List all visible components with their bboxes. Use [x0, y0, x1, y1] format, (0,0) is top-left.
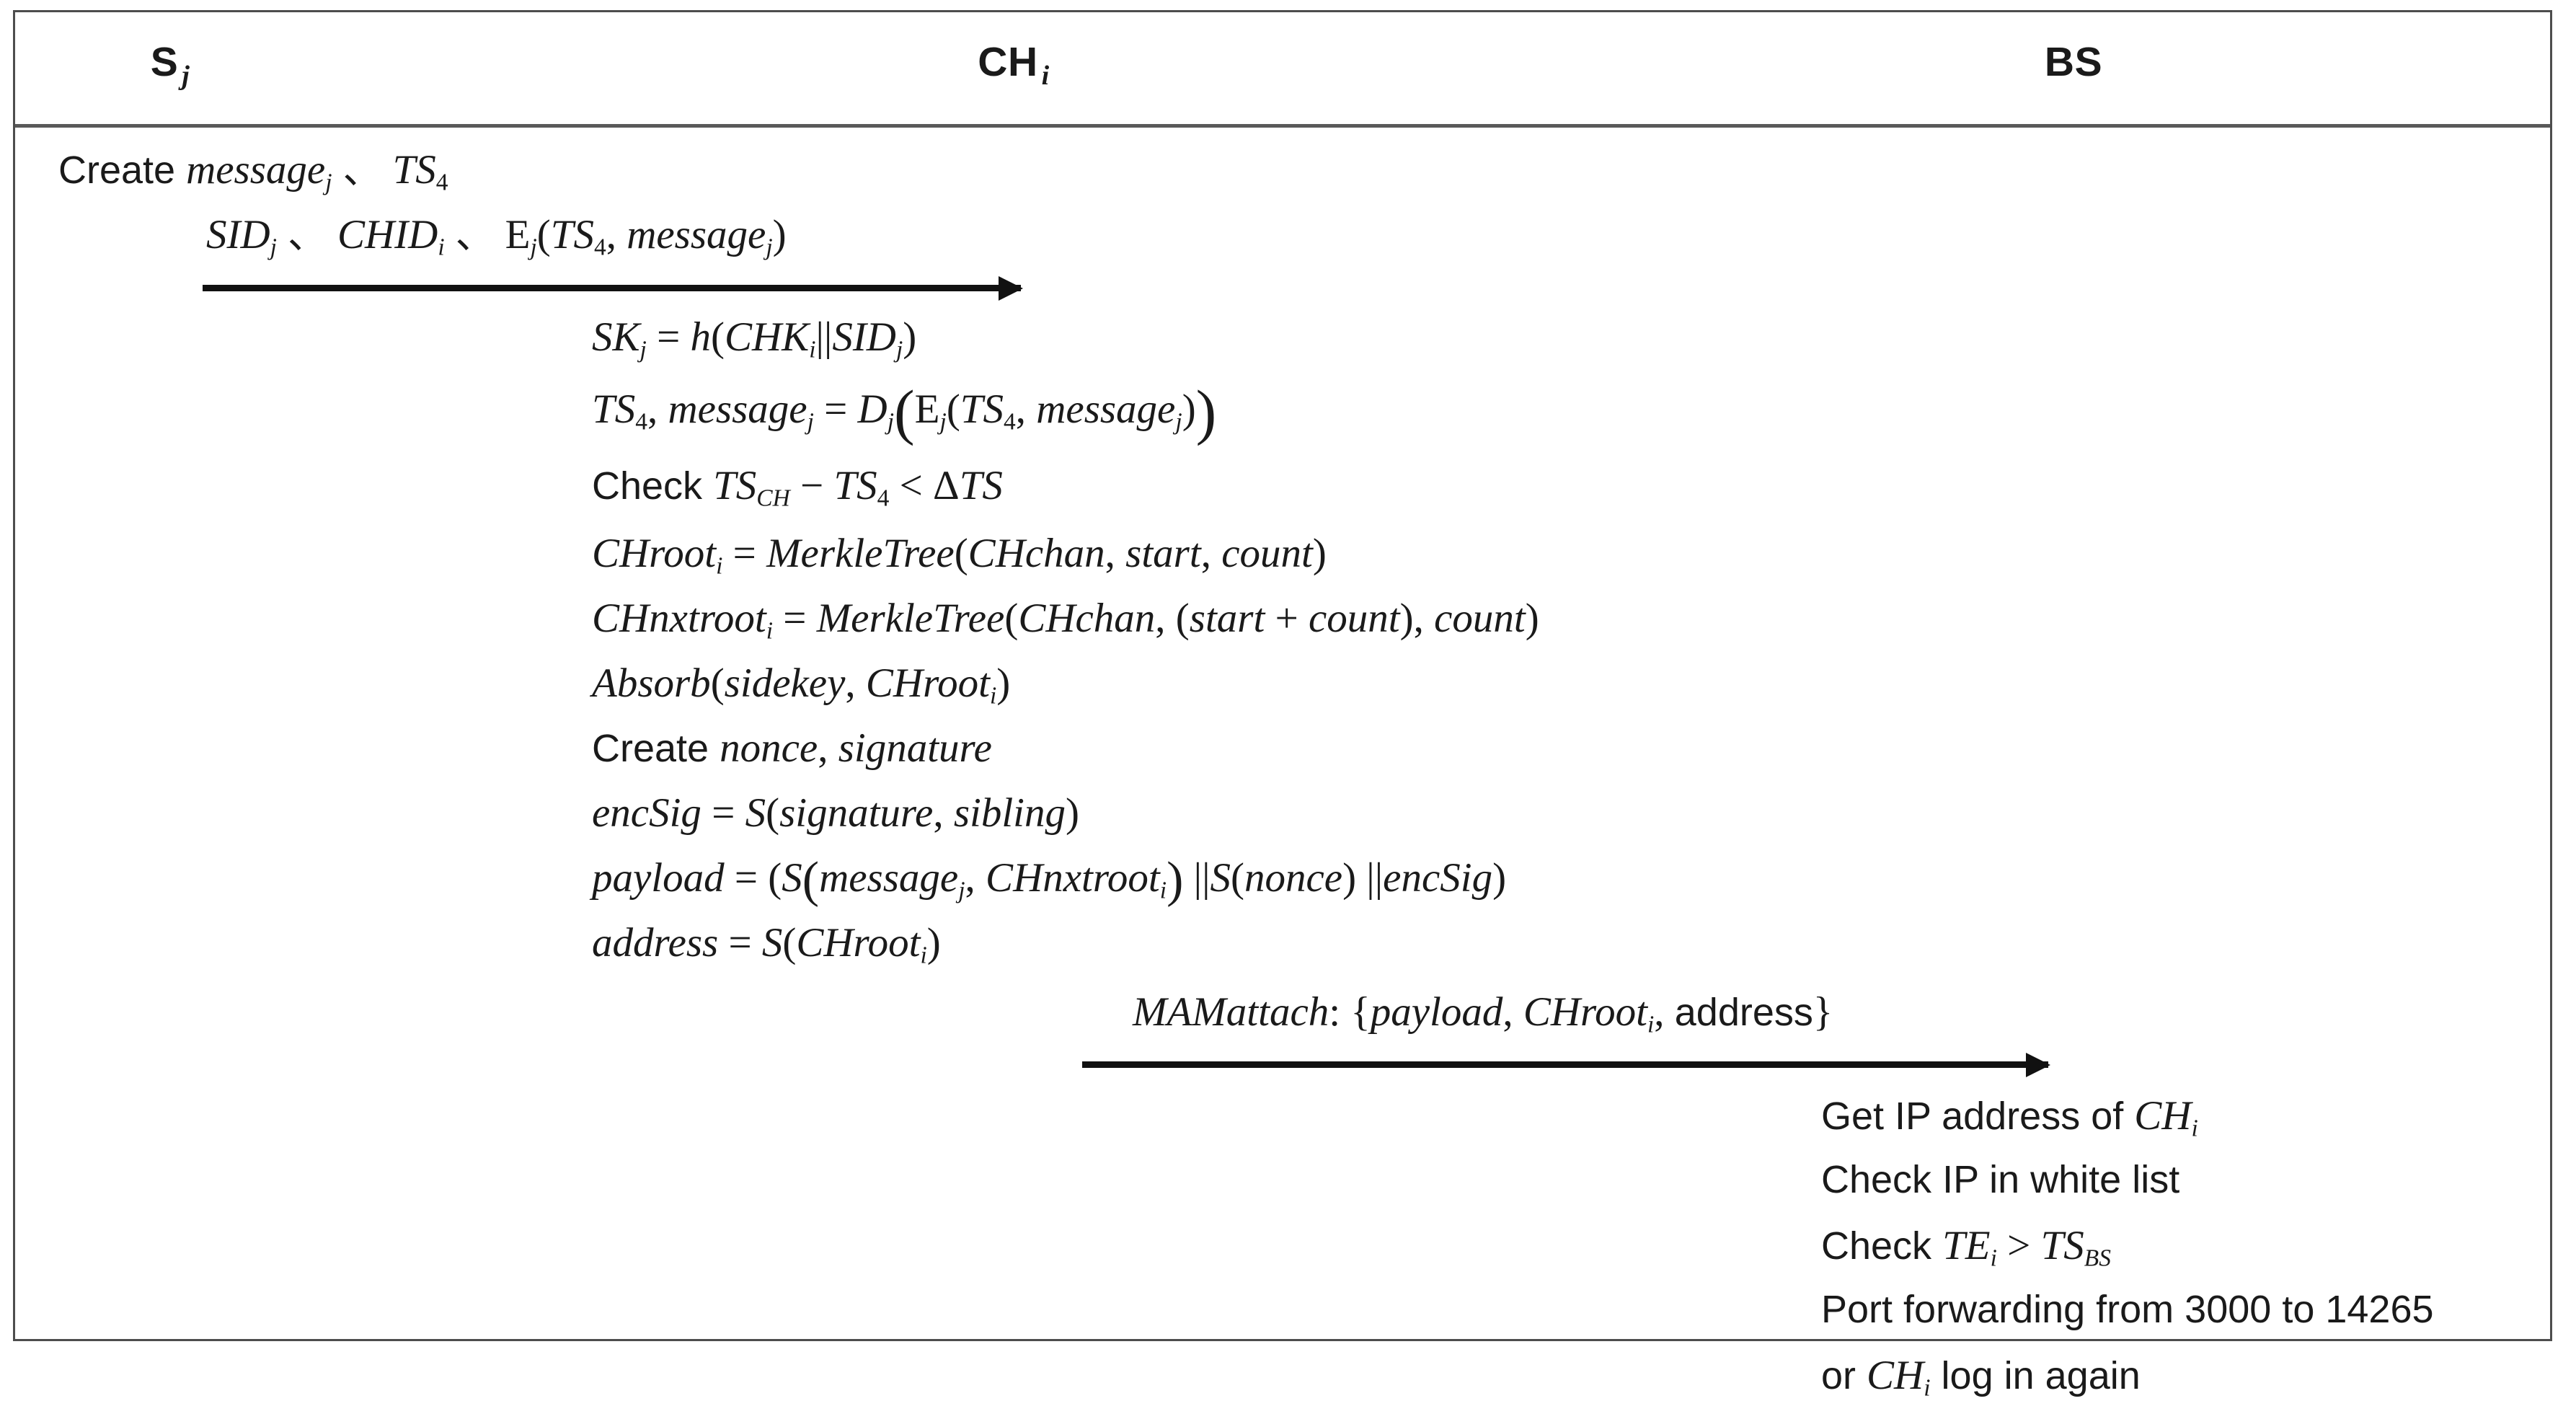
message-2-comma-2: ,	[1654, 989, 1675, 1035]
step-bs-check-expiry: Check TEi > TSBS	[1821, 1223, 2111, 1272]
message-1-msg-sub: j	[766, 234, 773, 261]
step-sensor-create-term1-sub: j	[325, 169, 332, 196]
message-1-paren-close: )	[772, 212, 787, 257]
message-2-arrow	[1082, 1061, 2048, 1068]
step-sensor-create-sep: 、	[332, 149, 393, 192]
step-ch-merkle-root: CHrooti = MerkleTree(CHchan, start, coun…	[592, 531, 1327, 580]
message-1-ts-sub: 4	[593, 234, 606, 261]
step-ch-merkle-next-root: CHnxtrooti = MerkleTree(CHchan, (start +…	[592, 596, 1539, 645]
message-2-arg-chroot-sub: i	[1647, 1011, 1655, 1038]
message-2-label: MAMattach: {payload, CHrooti, address}	[1133, 991, 1833, 1037]
message-2-brace-open: {	[1350, 989, 1371, 1035]
message-1-label: SIDj 、 CHIDi 、 Ej(TS4, messagej)	[206, 214, 787, 260]
step-ch-session-key: SKj = h(CHKi||SIDj)	[592, 314, 917, 363]
step-sensor-create: Create messagej 、 TS4	[58, 149, 448, 195]
message-2-arg-chroot: CHroot	[1523, 989, 1647, 1035]
port-source: 3000	[2185, 1288, 2272, 1331]
message-1-ts: TS	[550, 212, 594, 257]
message-1-msg: message	[627, 212, 766, 257]
step-ch-create-nonce: Create nonce, signature	[592, 725, 992, 771]
message-1-arrow	[203, 285, 1021, 291]
step-bs-port-forwarding: Port forwarding from 3000 to 14265	[1821, 1288, 2434, 1331]
message-1-comma: ,	[606, 212, 627, 257]
protocol-body: Create messagej 、 TS4 SIDj 、 CHIDi 、 Ej(…	[15, 128, 2550, 1400]
message-2-arg-payload: payload	[1370, 989, 1503, 1035]
step-bs-check-whitelist: Check IP in white list	[1821, 1158, 2180, 1201]
participant-cluster-head-name: CH	[978, 39, 1038, 85]
step-bs-relogin: or CHi log in again	[1821, 1353, 2141, 1401]
message-1-sid: SID	[206, 212, 270, 257]
message-1-paren-open: (	[536, 212, 551, 257]
step-ch-decrypt: TS4, messagej = Dj(Ej(TS4, messagej))	[592, 376, 1217, 446]
step-ch-encsig: encSig = S(signature, sibling)	[592, 790, 1079, 836]
participant-base-station: BS	[2045, 38, 2102, 86]
participant-sensor-subscript: j	[182, 61, 190, 92]
step-ch-check-timestamp: Check TSCH − TS4 < ΔTS	[592, 463, 1003, 512]
step-sensor-create-prefix: Create	[58, 149, 187, 192]
message-2-arg-address: address	[1674, 991, 1813, 1034]
message-2-colon: :	[1329, 989, 1351, 1035]
step-ch-address: address = S(CHrooti)	[592, 920, 941, 969]
message-1-sid-sub: j	[270, 234, 277, 261]
message-1-enc-sub: j	[530, 234, 537, 261]
participant-sensor-name: S	[150, 39, 179, 85]
message-1-sep-1: 、	[276, 213, 337, 257]
message-2-brace-close: }	[1813, 989, 1833, 1035]
message-1-chid: CHID	[337, 212, 438, 257]
message-1-chid-sub: i	[438, 234, 445, 261]
step-bs-get-ip: Get IP address of CHi	[1821, 1093, 2198, 1142]
participant-base-station-name: BS	[2044, 39, 2103, 85]
step-sensor-create-term1: message	[186, 147, 326, 193]
participant-cluster-head-subscript: i	[1041, 61, 1050, 92]
message-1-enc-fn: E	[505, 212, 531, 257]
port-target: 14265	[2325, 1288, 2434, 1331]
step-ch-absorb: Absorb(sidekey, CHrooti)	[592, 660, 1011, 710]
step-sensor-create-term2-sub: 4	[435, 169, 448, 196]
step-ch-payload: payload = (S(messagej, CHnxtrooti) ||S(n…	[592, 852, 1507, 908]
step-sensor-create-term2: TS	[392, 147, 436, 193]
message-1-sep-2: 、	[444, 213, 505, 257]
message-2-comma-1: ,	[1502, 989, 1523, 1035]
message-2-name: MAMattach	[1133, 989, 1329, 1035]
